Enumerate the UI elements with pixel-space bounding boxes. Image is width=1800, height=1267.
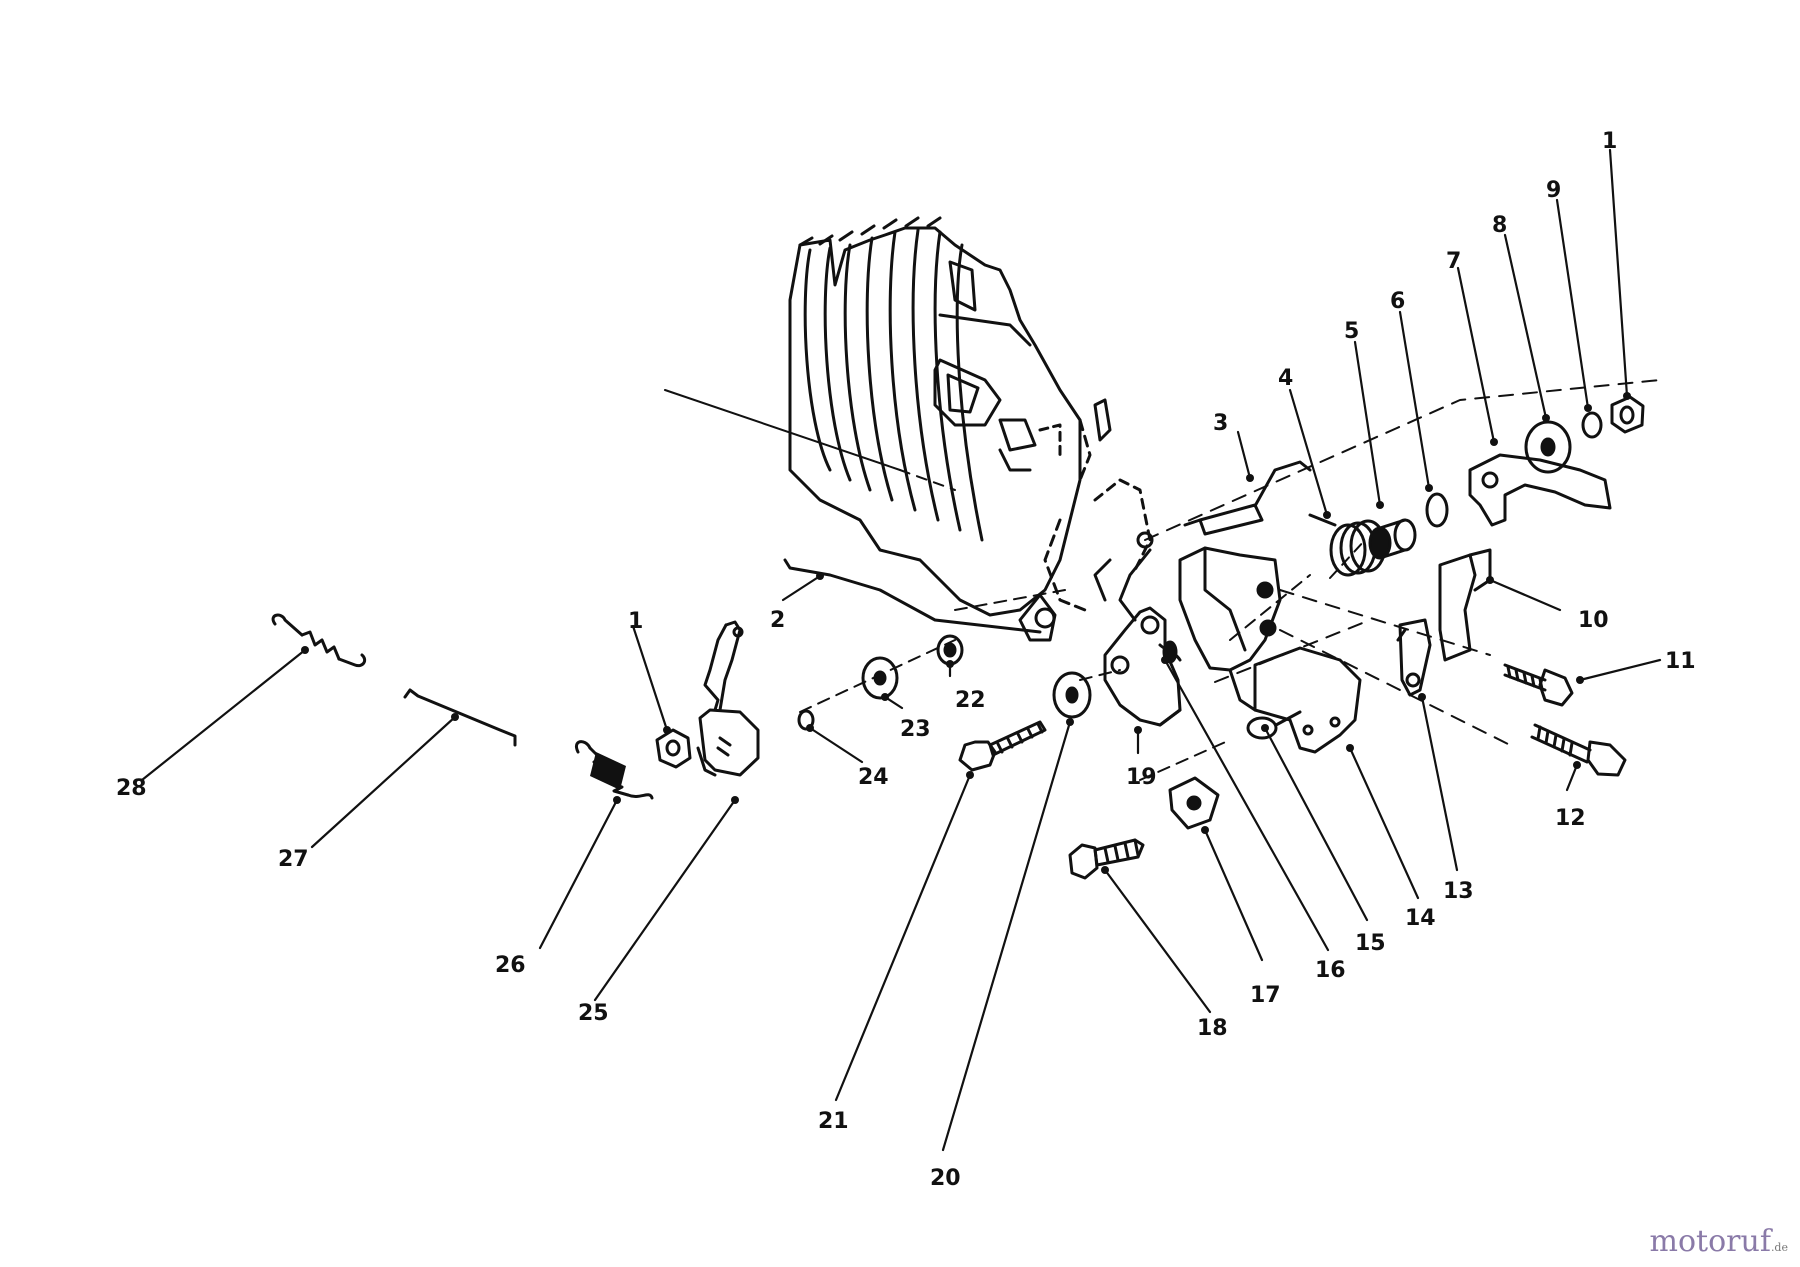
bushing-5 — [1368, 518, 1417, 560]
callout-17: 17 — [1250, 983, 1281, 1008]
leader-lines — [140, 148, 1662, 1152]
washer-23 — [861, 656, 899, 700]
callout-13: 13 — [1443, 879, 1474, 904]
spring-26-coil — [590, 752, 626, 790]
nut-left — [655, 728, 692, 769]
link-rod-2 — [783, 558, 1042, 634]
spring-16 — [1158, 640, 1182, 664]
small-bracket-13 — [1396, 618, 1432, 697]
watermark-tld: .de — [1770, 1241, 1788, 1254]
callout-labels: 1 2 3 4 5 6 7 8 9 1 10 11 12 13 14 15 16… — [116, 129, 1696, 1191]
bolt-21 — [958, 720, 1047, 772]
watermark: motoruf.de — [1650, 1224, 1788, 1259]
bolt-18 — [1068, 838, 1145, 880]
callout-14: 14 — [1405, 906, 1436, 931]
ring-washer-6 — [1425, 492, 1449, 528]
callout-4: 4 — [1278, 366, 1293, 391]
callout-5: 5 — [1344, 319, 1359, 344]
callout-10: 10 — [1578, 608, 1609, 633]
callout-27: 27 — [278, 847, 309, 872]
governor-arm-19 — [1103, 606, 1182, 727]
bolt-12 — [1530, 723, 1627, 777]
bracket-plate-10 — [1438, 548, 1492, 662]
throttle-lever-25 — [696, 620, 760, 777]
bushing-22 — [936, 634, 964, 666]
callout-11: 11 — [1665, 649, 1696, 674]
callout-23: 23 — [900, 717, 931, 742]
callout-25: 25 — [578, 1001, 609, 1026]
washer-20 — [1052, 671, 1092, 719]
callout-26: 26 — [495, 953, 526, 978]
callout-9: 9 — [1546, 178, 1561, 203]
callout-1-left: 1 — [628, 609, 643, 634]
callout-1-top: 1 — [1602, 129, 1617, 154]
callout-2: 2 — [770, 608, 785, 633]
callout-18: 18 — [1197, 1016, 1228, 1041]
link-wire-27 — [403, 688, 517, 747]
callout-19: 19 — [1126, 765, 1157, 790]
leader-dots — [301, 392, 1631, 874]
callout-8: 8 — [1492, 213, 1507, 238]
callout-21: 21 — [818, 1109, 849, 1134]
washer-8 — [1524, 420, 1572, 474]
governor-shaft — [1183, 460, 1312, 536]
callout-22: 22 — [955, 688, 986, 713]
ring-24 — [797, 709, 815, 731]
callout-6: 6 — [1390, 289, 1405, 314]
nut-top — [1610, 395, 1645, 434]
callout-16: 16 — [1315, 958, 1346, 983]
callout-24: 24 — [858, 765, 889, 790]
callout-12: 12 — [1555, 806, 1586, 831]
control-plate — [1178, 546, 1282, 712]
bolt-11 — [1503, 663, 1574, 707]
callout-28: 28 — [116, 776, 147, 801]
lock-washer-9 — [1581, 411, 1603, 439]
plate-14 — [1253, 646, 1362, 754]
lever-bracket-7 — [1468, 453, 1612, 527]
callout-20: 20 — [930, 1166, 961, 1191]
callout-7: 7 — [1446, 249, 1461, 274]
pin-15 — [1246, 710, 1302, 740]
clip-nut-17 — [1168, 776, 1220, 830]
engine-block — [788, 216, 1154, 642]
spring-28 — [271, 613, 367, 668]
callout-15: 15 — [1355, 931, 1386, 956]
callout-3: 3 — [1213, 411, 1228, 436]
watermark-brand: motoruf — [1649, 1224, 1771, 1259]
